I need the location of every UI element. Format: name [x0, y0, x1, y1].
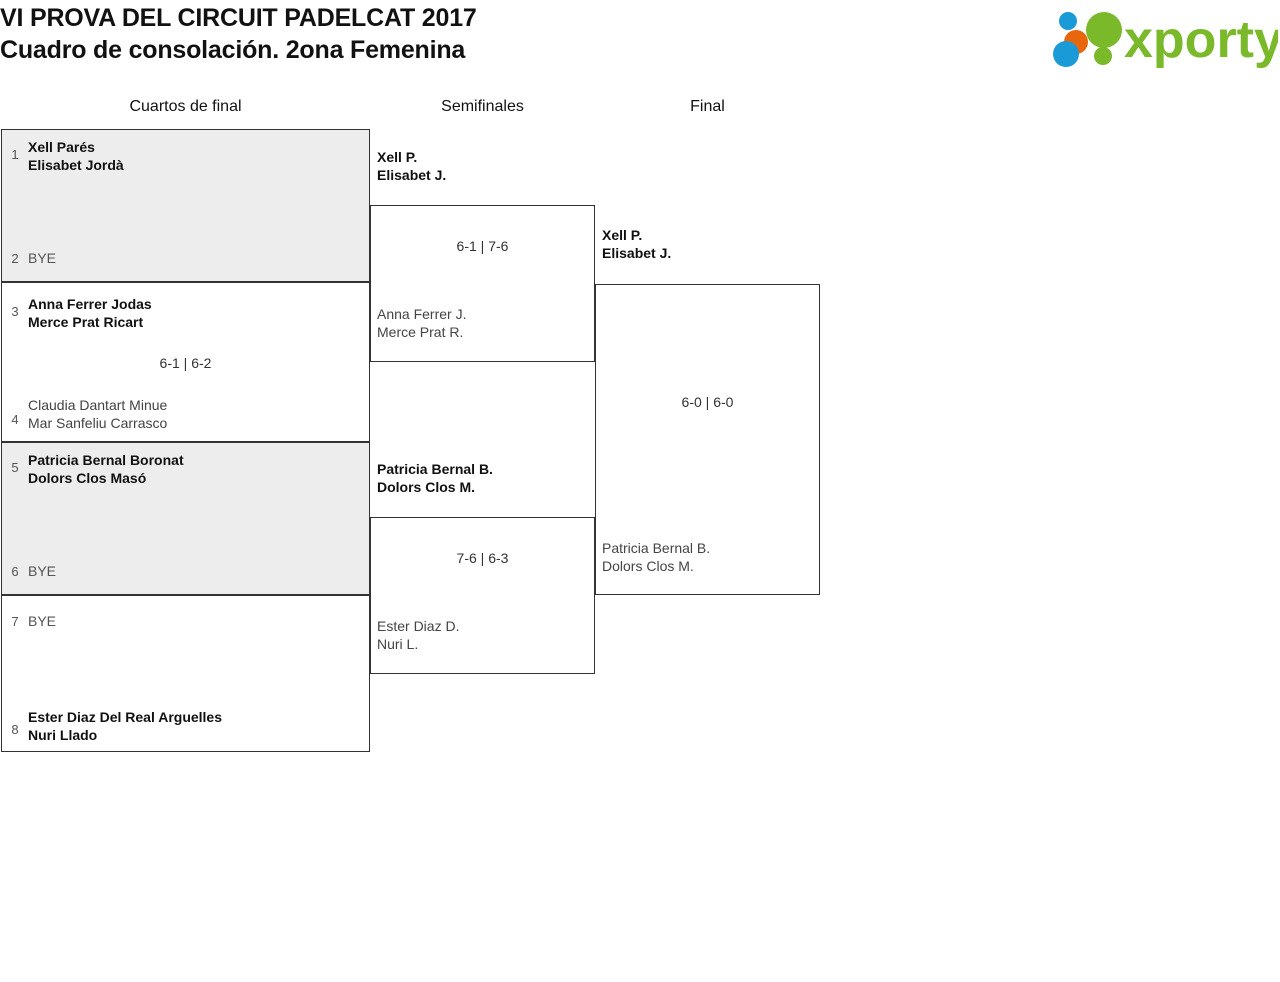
seed-number: 5 — [11, 460, 19, 475]
team-sf2-loser: Ester Diaz D. Nuri L. — [377, 618, 460, 652]
team-qf2-bottom: Claudia Dantart Minue Mar Sanfeliu Carra… — [28, 397, 168, 431]
team-qf1-top: Xell Parés Elisabet Jordà — [28, 139, 124, 173]
seed-number: 2 — [11, 251, 19, 266]
match-box-sf-2[interactable]: 7-6 | 6-3 Ester Diaz D. Nuri L. — [370, 517, 595, 674]
team-qf4-bottom: Ester Diaz Del Real Arguelles Nuri Llado — [28, 709, 223, 743]
team-final-loser: Patricia Bernal B. Dolors Clos M. — [602, 540, 711, 574]
match-box-qf-2[interactable]: 3 Anna Ferrer Jodas Merce Prat Ricart 6-… — [1, 282, 370, 442]
logo-wordmark: xporty — [1124, 11, 1278, 68]
team-qf3-bottom: BYE — [28, 563, 57, 579]
xporty-logo[interactable]: xporty — [1046, 4, 1278, 68]
team-qf4-top: BYE — [28, 613, 57, 629]
team-qf3-top: Patricia Bernal Boronat Dolors Clos Masó — [28, 452, 184, 486]
team-sf2-winner: Patricia Bernal B. Dolors Clos M. — [377, 461, 493, 495]
team-sf1-loser: Anna Ferrer J. Merce Prat R. — [377, 306, 467, 340]
team-qf1-bottom: BYE — [28, 250, 57, 266]
score-final: 6-0 | 6-0 — [681, 394, 734, 410]
logo-dot-green-small — [1094, 47, 1112, 65]
round-header-semifinals: Semifinales — [441, 98, 524, 115]
logo-dot-blue-large — [1053, 41, 1079, 67]
seed-number: 7 — [11, 614, 19, 629]
score-qf-2: 6-1 | 6-2 — [159, 355, 212, 371]
round-header-quarterfinals: Cuartos de final — [129, 98, 242, 115]
match-box-qf-4[interactable]: 7 BYE 8 Ester Diaz Del Real Arguelles Nu… — [1, 595, 370, 752]
match-box-qf-3[interactable]: 5 Patricia Bernal Boronat Dolors Clos Ma… — [1, 442, 370, 595]
seed-number: 8 — [11, 722, 19, 737]
seed-number: 3 — [11, 304, 19, 319]
team-sf1-winner: Xell P. Elisabet J. — [377, 149, 447, 183]
match-box-sf-1[interactable]: 6-1 | 7-6 Anna Ferrer J. Merce Prat R. — [370, 205, 595, 362]
score-sf-2: 7-6 | 6-3 — [456, 550, 509, 566]
tournament-subtitle: Cuadro de consolación. 2ona Femenina — [0, 36, 466, 64]
logo-dot-blue-small — [1059, 12, 1077, 30]
team-qf2-top: Anna Ferrer Jodas Merce Prat Ricart — [28, 296, 152, 330]
seed-number: 4 — [11, 412, 19, 427]
seed-number: 1 — [11, 147, 19, 162]
match-box-final[interactable]: 6-0 | 6-0 Patricia Bernal B. Dolors Clos… — [595, 284, 820, 595]
team-final-winner: Xell P. Elisabet J. — [602, 227, 672, 261]
round-header-final: Final — [690, 98, 725, 115]
logo-dot-green-large — [1086, 12, 1122, 48]
match-box-qf-1[interactable]: 1 Xell Parés Elisabet Jordà 2 BYE — [1, 129, 370, 282]
tournament-title: VI PROVA DEL CIRCUIT PADELCAT 2017 — [0, 4, 477, 32]
score-sf-1: 6-1 | 7-6 — [456, 238, 509, 254]
seed-number: 6 — [11, 564, 19, 579]
page-title: VI PROVA DEL CIRCUIT PADELCAT 2017 Cuadr… — [0, 2, 900, 66]
